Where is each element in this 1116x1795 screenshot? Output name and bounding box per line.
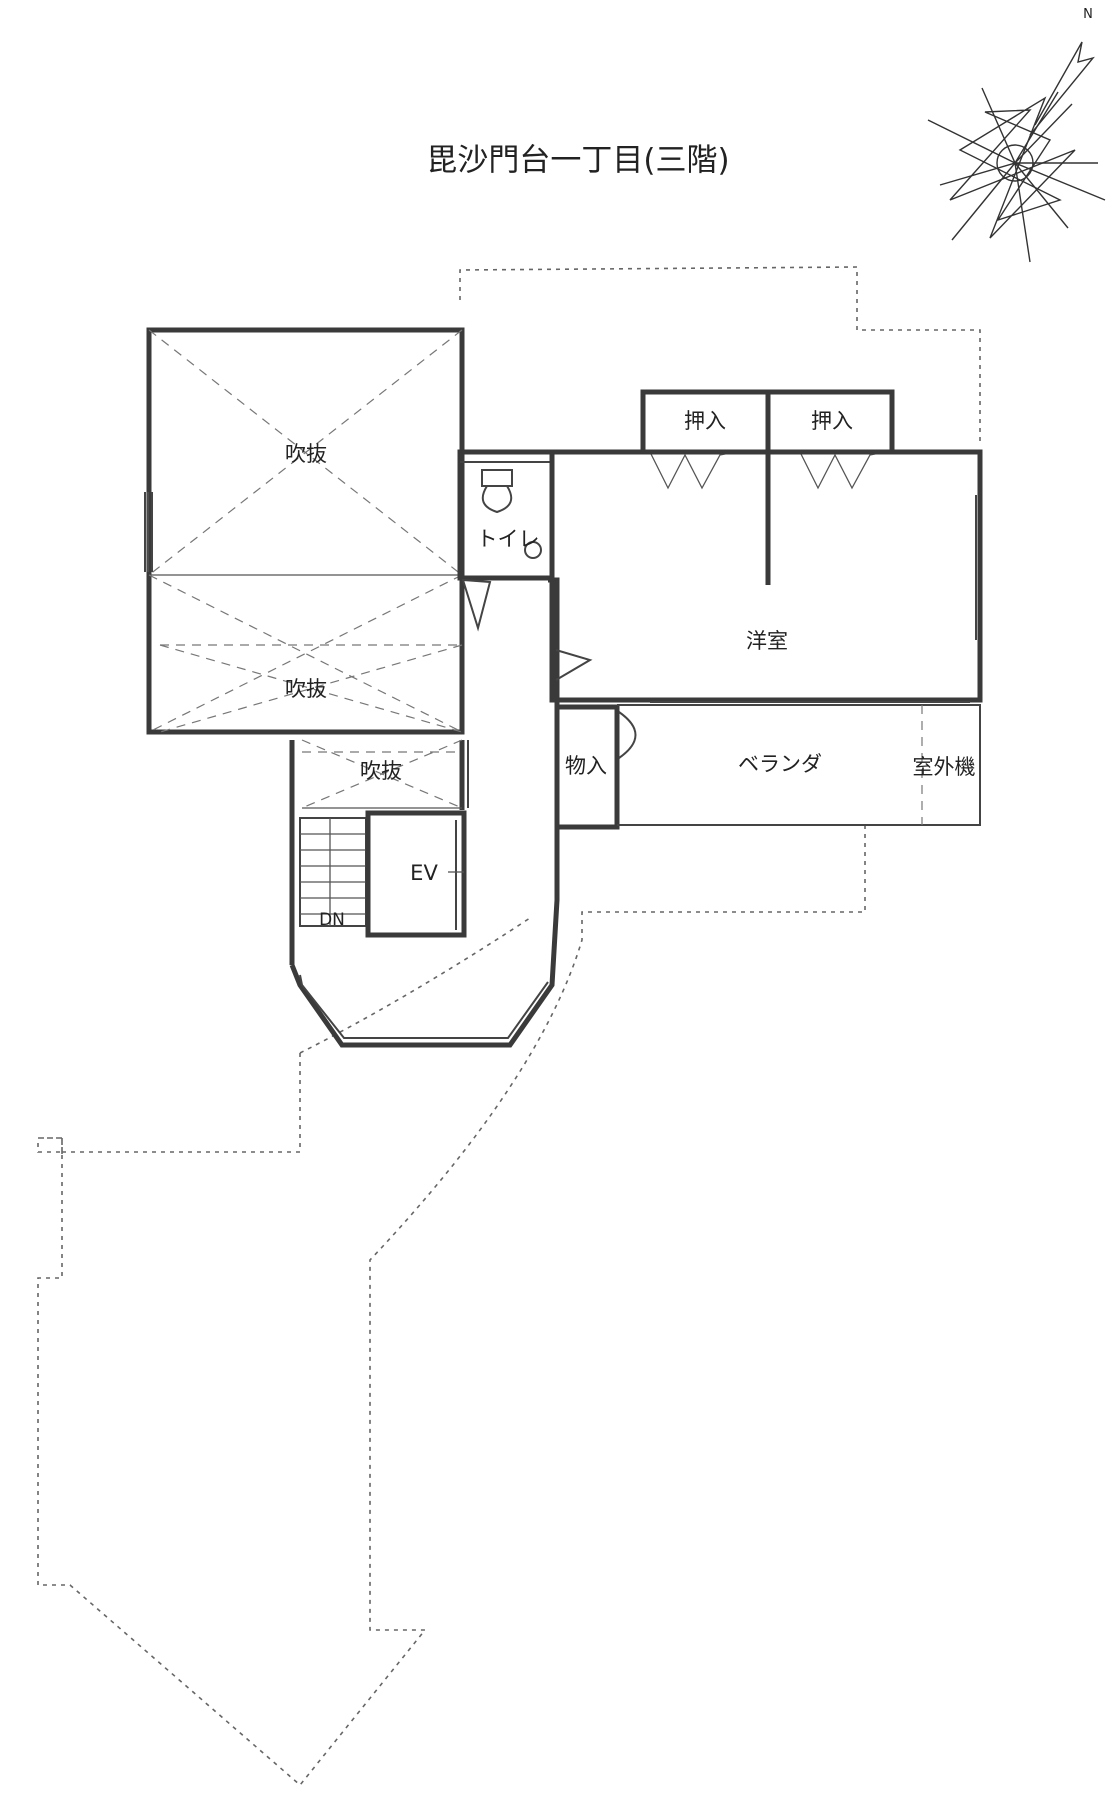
stairs-down-label: DN (319, 910, 345, 930)
void-block-large (144, 327, 465, 735)
void-label-small: 吹抜 (360, 759, 402, 783)
site-boundary (37, 266, 981, 1787)
western-room-label: 洋室 (746, 629, 788, 653)
closet-right (765, 389, 895, 455)
storage-room (554, 704, 637, 830)
compass-rose-icon: N (927, 7, 1106, 263)
ac-unit-label: 室外機 (913, 755, 976, 779)
compass-north-label: N (1083, 7, 1093, 22)
storage-label: 物入 (565, 754, 607, 778)
void-label-top: 吹抜 (285, 442, 327, 466)
plan-title: 毘沙門台一丁目(三階) (426, 143, 729, 179)
closet-left-label: 押入 (684, 409, 726, 433)
veranda (617, 704, 981, 826)
elevator-label: EV (410, 861, 438, 885)
closet-right-label: 押入 (811, 409, 853, 433)
void-label-mid: 吹抜 (285, 677, 327, 701)
veranda-label: ベランダ (738, 752, 822, 776)
hall-core (289, 577, 560, 1048)
western-room (549, 449, 983, 703)
toilet-label: トイレ (477, 527, 540, 551)
